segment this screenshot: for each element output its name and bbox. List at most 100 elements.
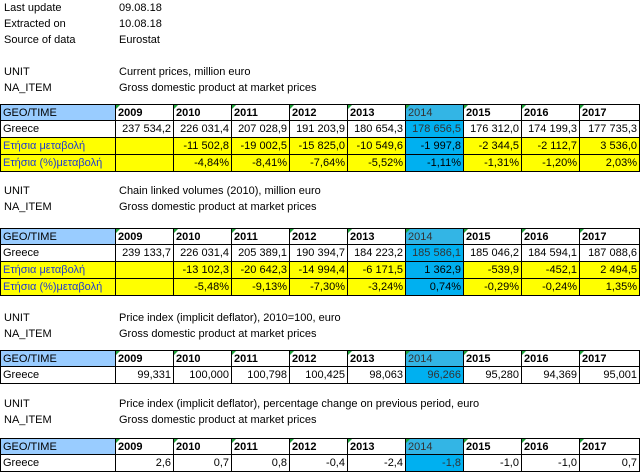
value-cell[interactable] [116, 138, 174, 155]
year-header-2014[interactable]: 2014 [406, 350, 464, 367]
value-cell[interactable]: -15 825,0 [290, 138, 348, 155]
value-cell[interactable]: 96,266 [406, 367, 464, 384]
year-header-2009[interactable]: 2009 [116, 104, 174, 121]
year-header-2011[interactable]: 2011 [232, 438, 290, 455]
year-header-2009[interactable]: 2009 [116, 438, 174, 455]
value-cell[interactable]: 1 362,9 [406, 262, 464, 279]
row-label[interactable]: Greece [0, 245, 116, 262]
year-header-2009[interactable]: 2009 [116, 350, 174, 367]
value-cell[interactable]: -0,29% [464, 279, 522, 296]
value-cell[interactable] [116, 155, 174, 172]
value-cell[interactable]: 184 594,1 [522, 245, 580, 262]
value-cell[interactable]: -0,4 [290, 455, 348, 472]
value-cell[interactable]: -3,24% [348, 279, 406, 296]
na-item-value[interactable]: Gross domestic product at market prices [119, 201, 317, 213]
year-header-2015[interactable]: 2015 [464, 350, 522, 367]
unit-value[interactable]: Chain linked volumes (2010), million eur… [119, 185, 321, 197]
value-cell[interactable]: 184 223,2 [348, 245, 406, 262]
year-header-2016[interactable]: 2016 [522, 104, 580, 121]
year-header-2017[interactable]: 2017 [580, 228, 640, 245]
value-cell[interactable]: 185 586,1 [406, 245, 464, 262]
value-cell[interactable]: 178 656,5 [406, 121, 464, 138]
na-item-value[interactable]: Gross domestic product at market prices [119, 82, 317, 94]
value-cell[interactable]: -539,9 [464, 262, 522, 279]
year-header-2013[interactable]: 2013 [348, 438, 406, 455]
year-header-2011[interactable]: 2011 [232, 350, 290, 367]
value-cell[interactable]: 239 133,7 [116, 245, 174, 262]
value-cell[interactable]: -2 344,5 [464, 138, 522, 155]
value-cell[interactable]: 0,8 [232, 455, 290, 472]
year-header-2011[interactable]: 2011 [232, 104, 290, 121]
year-header-2015[interactable]: 2015 [464, 228, 522, 245]
value-cell[interactable]: -13 102,3 [174, 262, 232, 279]
value-cell[interactable]: 226 031,4 [174, 245, 232, 262]
year-header-2016[interactable]: 2016 [522, 228, 580, 245]
na-item-label[interactable]: NA_ITEM [4, 201, 52, 213]
year-header-2012[interactable]: 2012 [290, 104, 348, 121]
value-cell[interactable]: -4,84% [174, 155, 232, 172]
value-cell[interactable] [116, 262, 174, 279]
value-cell[interactable]: -19 002,5 [232, 138, 290, 155]
value-cell[interactable]: 2 494,5 [580, 262, 640, 279]
value-cell[interactable]: -5,52% [348, 155, 406, 172]
unit-value[interactable]: Price index (implicit deflator), percent… [119, 398, 480, 410]
value-cell[interactable]: 100,425 [290, 367, 348, 384]
value-cell[interactable]: -11 502,8 [174, 138, 232, 155]
value-cell[interactable]: -14 994,4 [290, 262, 348, 279]
value-cell[interactable]: -9,13% [232, 279, 290, 296]
year-header-2009[interactable]: 2009 [116, 228, 174, 245]
value-cell[interactable]: 237 534,2 [116, 121, 174, 138]
value-cell[interactable]: 98,063 [348, 367, 406, 384]
value-cell[interactable]: 0,7 [580, 455, 640, 472]
value-cell[interactable]: -7,30% [290, 279, 348, 296]
value-cell[interactable]: 207 028,9 [232, 121, 290, 138]
row-label[interactable]: Greece [0, 121, 116, 138]
year-header-2010[interactable]: 2010 [174, 104, 232, 121]
value-cell[interactable]: -1,0 [522, 455, 580, 472]
unit-value[interactable]: Price index (implicit deflator), 2010=10… [119, 312, 341, 324]
value-cell[interactable]: 205 389,1 [232, 245, 290, 262]
value-cell[interactable]: -6 171,5 [348, 262, 406, 279]
year-header-2016[interactable]: 2016 [522, 350, 580, 367]
value-cell[interactable]: 2,6 [116, 455, 174, 472]
value-cell[interactable]: -8,41% [232, 155, 290, 172]
value-cell[interactable]: 2,03% [580, 155, 640, 172]
year-header-2017[interactable]: 2017 [580, 350, 640, 367]
unit-label[interactable]: UNIT [4, 398, 30, 410]
value-cell[interactable]: 1,35% [580, 279, 640, 296]
value-cell[interactable]: 180 654,3 [348, 121, 406, 138]
meta-value[interactable]: 09.08.18 [119, 2, 162, 14]
value-cell[interactable]: 176 312,0 [464, 121, 522, 138]
value-cell[interactable]: 226 031,4 [174, 121, 232, 138]
na-item-label[interactable]: NA_ITEM [4, 328, 52, 340]
year-header-2010[interactable]: 2010 [174, 350, 232, 367]
geo-time-header[interactable]: GEO/TIME [0, 104, 116, 121]
value-cell[interactable]: -10 549,6 [348, 138, 406, 155]
row-label[interactable]: Greece [0, 455, 116, 472]
row-label[interactable]: Ετήσια (%)μεταβολή [0, 279, 116, 296]
value-cell[interactable]: -2 112,7 [522, 138, 580, 155]
unit-value[interactable]: Current prices, million euro [119, 66, 251, 78]
value-cell[interactable]: -20 642,3 [232, 262, 290, 279]
row-label[interactable]: Greece [0, 367, 116, 384]
value-cell[interactable]: 100,798 [232, 367, 290, 384]
year-header-2015[interactable]: 2015 [464, 438, 522, 455]
meta-label[interactable]: Extracted on [4, 18, 66, 30]
na-item-label[interactable]: NA_ITEM [4, 414, 52, 426]
year-header-2017[interactable]: 2017 [580, 104, 640, 121]
value-cell[interactable]: 95,280 [464, 367, 522, 384]
meta-value[interactable]: 10.08.18 [119, 18, 162, 30]
year-header-2011[interactable]: 2011 [232, 228, 290, 245]
unit-label[interactable]: UNIT [4, 185, 30, 197]
year-header-2013[interactable]: 2013 [348, 350, 406, 367]
value-cell[interactable]: 100,000 [174, 367, 232, 384]
value-cell[interactable]: -1,0 [464, 455, 522, 472]
geo-time-header[interactable]: GEO/TIME [0, 350, 116, 367]
value-cell[interactable]: 177 735,3 [580, 121, 640, 138]
row-label[interactable]: Ετήσια (%)μεταβολή [0, 155, 116, 172]
row-label[interactable]: Ετήσια μεταβολή [0, 138, 116, 155]
year-header-2016[interactable]: 2016 [522, 438, 580, 455]
year-header-2010[interactable]: 2010 [174, 228, 232, 245]
value-cell[interactable] [116, 279, 174, 296]
value-cell[interactable]: -1,31% [464, 155, 522, 172]
